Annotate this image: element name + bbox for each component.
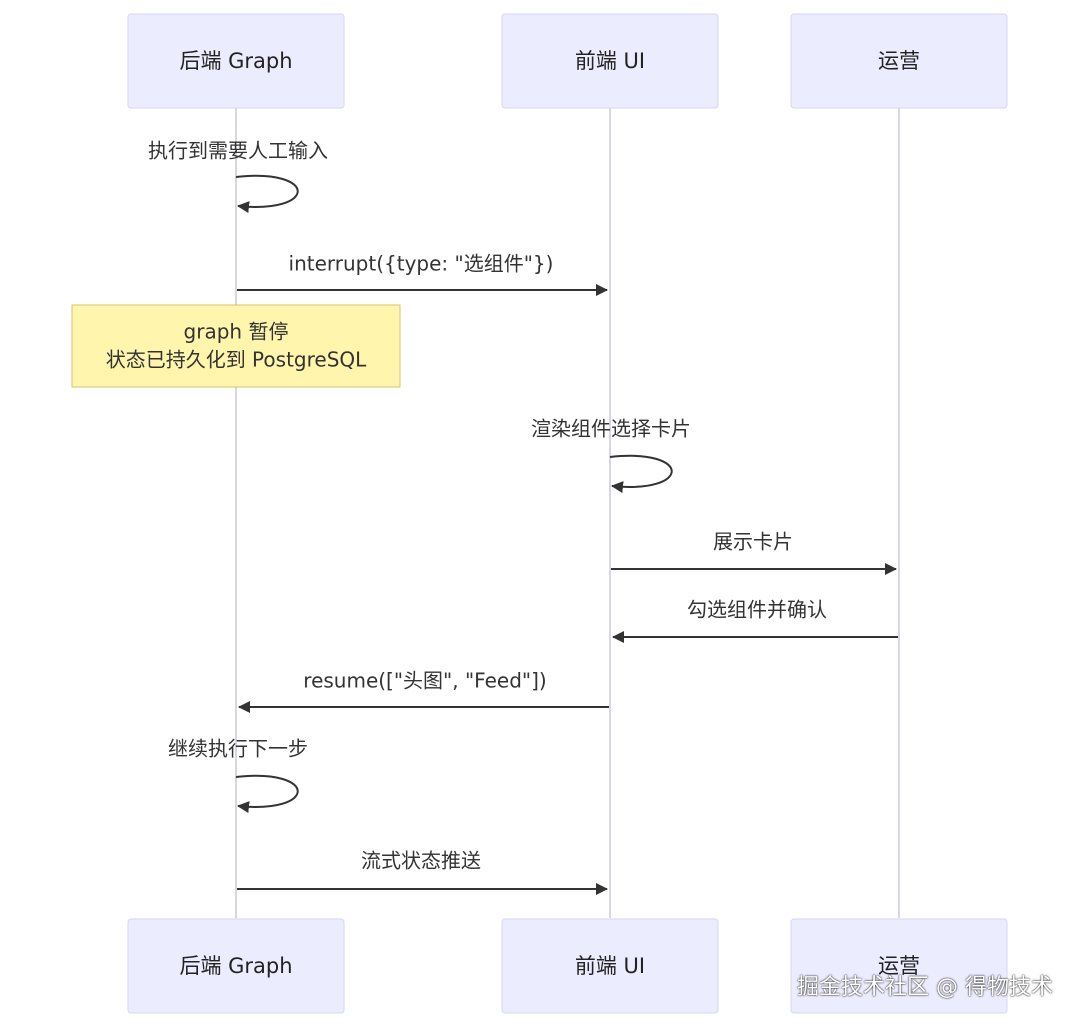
actor-ops-top: 运营	[790, 13, 1008, 109]
watermark: 掘金技术社区 @ 得物技术	[797, 975, 1053, 1000]
message-label: 流式状态推送	[361, 849, 481, 873]
note-line-2: 状态已持久化到 PostgreSQL	[106, 348, 367, 372]
message-ops-to-frontend: 勾选组件并确认	[612, 598, 898, 643]
message-label: 展示卡片	[713, 530, 793, 554]
message-self-backend-2: 继续执行下一步	[168, 737, 308, 814]
message-label: 执行到需要人工输入	[148, 139, 328, 163]
note-line-1: graph 暂停	[184, 320, 289, 344]
actor-label: 后端 Graph	[179, 954, 292, 978]
actor-frontend-bottom: 前端 UI	[501, 918, 719, 1014]
message-backend-to-frontend: interrupt({type: "选组件"})	[237, 252, 608, 296]
message-label: 渲染组件选择卡片	[531, 417, 691, 441]
message-label: 继续执行下一步	[168, 737, 308, 761]
actor-label: 前端 UI	[575, 954, 645, 978]
message-label: resume(["头图", "Feed"])	[303, 669, 546, 693]
message-frontend-to-backend: resume(["头图", "Feed"])	[238, 669, 609, 713]
actor-label: 运营	[878, 954, 920, 978]
message-backend-to-frontend-2: 流式状态推送	[237, 849, 608, 895]
actor-label: 前端 UI	[575, 49, 645, 73]
message-frontend-to-ops: 展示卡片	[611, 530, 897, 575]
actor-backend-top: 后端 Graph	[127, 13, 345, 109]
actor-label: 后端 Graph	[179, 49, 292, 73]
actor-frontend-top: 前端 UI	[501, 13, 719, 109]
actor-label: 运营	[878, 49, 920, 73]
actor-backend-bottom: 后端 Graph	[127, 918, 345, 1014]
note-box: graph 暂停 状态已持久化到 PostgreSQL	[71, 304, 401, 388]
message-self-frontend: 渲染组件选择卡片	[531, 417, 691, 494]
message-label: 勾选组件并确认	[687, 598, 827, 622]
message-self-backend: 执行到需要人工输入	[148, 139, 328, 214]
message-label: interrupt({type: "选组件"})	[289, 252, 554, 276]
actor-ops-bottom: 运营	[790, 918, 1008, 1014]
